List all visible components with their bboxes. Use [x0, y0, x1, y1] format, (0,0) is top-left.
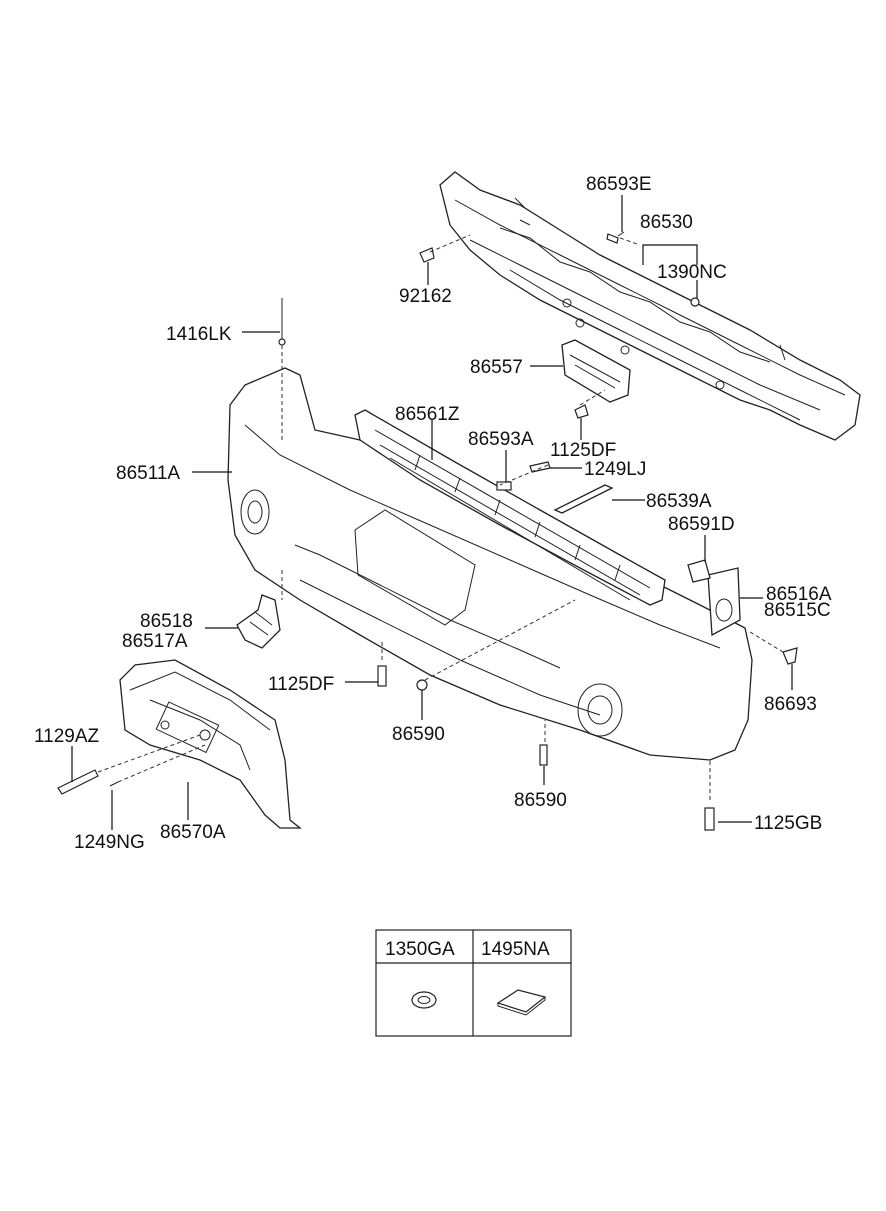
label-86539A: 86539A — [646, 491, 712, 512]
part-labels: 86593E 86530 1390NC 92162 1416LK 86557 8… — [34, 174, 832, 853]
label-86590-low: 86590 — [514, 790, 567, 811]
label-1125DF-mid: 1125DF — [268, 674, 334, 695]
label-1416LK: 1416LK — [166, 324, 232, 345]
label-86693: 86693 — [764, 694, 817, 715]
label-1129AZ: 1129AZ — [34, 726, 100, 747]
side-bracket-86516A — [707, 567, 741, 637]
label-86590-mid: 86590 — [392, 724, 445, 745]
label-86557: 86557 — [470, 357, 523, 378]
label-86593A: 86593A — [468, 429, 534, 450]
leader-lines — [71, 195, 793, 830]
label-1249LJ: 1249LJ — [584, 459, 646, 480]
bumper-cover-86511A — [227, 367, 753, 761]
label-86530: 86530 — [640, 212, 693, 233]
label-1390NC: 1390NC — [657, 262, 727, 283]
strip-86539A — [553, 484, 614, 514]
lower-garnish-86570A — [119, 659, 302, 829]
label-86561Z: 86561Z — [395, 404, 460, 425]
clip-86591D — [687, 559, 711, 583]
assembly-dashes — [97, 234, 784, 800]
label-86517A: 86517A — [122, 631, 188, 652]
label-86515C: 86515C — [764, 600, 831, 621]
label-86518: 86518 — [140, 611, 193, 632]
label-1125DF-top: 1125DF — [550, 440, 616, 461]
label-86593E: 86593E — [586, 174, 652, 195]
label-86591D: 86591D — [668, 514, 735, 535]
label-86516A: 86516A — [766, 584, 832, 605]
side-bracket-86518 — [236, 594, 281, 649]
bumper-reinforcement-86530 — [439, 171, 861, 441]
table-header-1495NA: 1495NA — [481, 939, 550, 960]
pad-icon-edge — [497, 997, 546, 1016]
washer-hole — [417, 996, 431, 1004]
label-1125GB: 1125GB — [754, 813, 822, 834]
label-1249NG: 1249NG — [74, 832, 145, 853]
fastener-set — [57, 231, 798, 831]
label-86570A: 86570A — [160, 822, 226, 843]
label-86511A: 86511A — [116, 463, 180, 484]
bracket-86557 — [561, 339, 631, 403]
parts-table: 1350GA 1495NA — [375, 929, 572, 1037]
label-92162: 92162 — [399, 286, 452, 307]
table-header-1350GA: 1350GA — [385, 939, 455, 960]
